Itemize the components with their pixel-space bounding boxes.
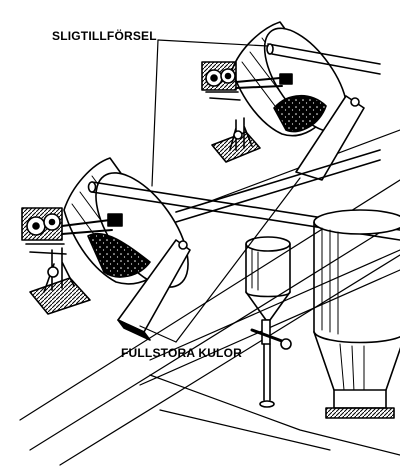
- leader-feed: [157, 39, 269, 47]
- leader-feed-down: [151, 39, 159, 187]
- lower-drum: [21, 157, 191, 341]
- lower-motor: [21, 207, 123, 255]
- lower-pellets: [87, 233, 151, 278]
- upper-motor: [201, 61, 293, 101]
- leader-balls: [175, 177, 301, 343]
- label-feed: SLIGTILLFÖRSEL: [52, 29, 157, 43]
- upper-drum: [201, 21, 365, 181]
- leader-balls-2: [139, 325, 177, 343]
- label-full-size-balls: FULLSTORA KULOR: [121, 346, 242, 360]
- upper-pellets: [273, 95, 327, 133]
- small-funnel: [245, 236, 292, 408]
- leader-lines: [139, 39, 301, 343]
- large-silo: [313, 209, 400, 419]
- lower-base-plate: [29, 277, 91, 315]
